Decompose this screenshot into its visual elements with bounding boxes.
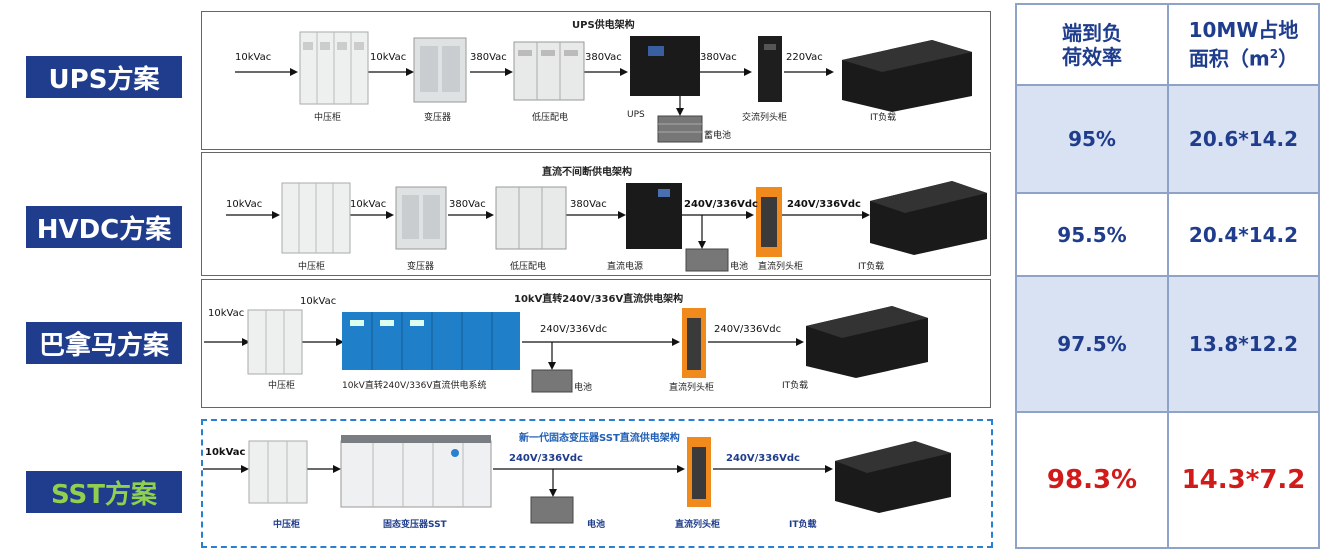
area-cell-hvdc: 20.4*14.2 [1169,194,1318,275]
equipment-label: 直流列头柜 [675,520,721,530]
voltage-label: 10kVac [205,447,246,458]
equipment-label: 低压配电 [532,113,569,123]
equipment-label: 中压柜 [298,262,326,272]
equipment-label: IT负载 [870,113,897,123]
hvdc-flow-diagram [226,181,987,272]
dc-column-cabinet-icon [687,437,711,507]
voltage-label: 380Vac [470,52,507,63]
sst-icon [340,435,492,508]
ups-flow-diagram [235,31,972,143]
dc-power-icon [626,183,682,249]
sst-flow-diagram [203,435,951,524]
voltage-label: 240V/336Vdc [509,453,583,464]
equipment-label: 变压器 [424,113,452,123]
panama-flow-diagram [204,306,928,393]
switchgear-icon [281,182,351,254]
it-load-icon [835,441,951,513]
equipment-label: 中压柜 [273,520,301,530]
area-cell-ups: 20.6*14.2 [1169,86,1318,192]
equipment-label: 变压器 [407,262,435,272]
voltage-label: 380Vac [585,52,622,63]
voltage-label: 10kVac [300,296,337,307]
equipment-label: UPS [627,110,645,120]
scheme-label-sst: SST方案 [26,471,182,513]
switchgear-icon [248,440,308,504]
low-voltage-cabinet-icon [495,186,567,250]
it-load-icon [842,40,972,112]
it-load-icon [806,306,928,378]
voltage-label: 380Vac [449,199,486,210]
battery-icon [657,115,703,143]
header-efficiency: 端到负荷效率 [1017,5,1167,84]
voltage-label: 10kVac [235,52,272,63]
panama-architecture-panel: 10kV直转240V/336V直流供电架构 10kVac 10kVac 240V… [201,279,991,408]
efficiency-cell-hvdc: 95.5% [1017,194,1167,275]
battery-label: 电池 [730,262,749,272]
equipment-label: 中压柜 [314,113,342,123]
equipment-label: 直流列头柜 [758,262,804,272]
voltage-label: 220Vac [786,52,823,63]
voltage-label: 10kVac [370,52,407,63]
dc-system-icon [342,312,520,370]
scheme-label-hvdc: HVDC方案 [26,206,182,248]
ac-column-cabinet-icon [758,36,782,102]
dc-column-cabinet-icon [756,187,782,257]
voltage-label: 10kVac [350,199,387,210]
equipment-label: 中压柜 [268,381,296,391]
ups-architecture-panel: UPS供电架构 [201,11,991,150]
transformer-icon [395,186,447,250]
switchgear-icon [299,31,369,105]
hvdc-architecture-panel: 直流不间断供电架构 10kVac 10kVac 380Vac 380Vac 24… [201,152,991,276]
battery-label: 蓄电池 [704,131,732,141]
equipment-label: 交流列头柜 [742,113,788,123]
voltage-label: 240V/336Vdc [684,199,758,210]
area-cell-sst: 14.3*7.2 [1169,413,1318,547]
battery-icon [685,248,729,272]
equipment-label: 直流电源 [607,262,644,272]
scheme-label-panama: 巴拿马方案 [26,322,182,364]
area-cell-panama: 13.8*12.2 [1169,277,1318,411]
battery-icon [530,496,574,524]
battery-label: 电池 [587,520,606,530]
header-area: 10MW占地 面积（m2） [1169,5,1318,84]
panel-title: 直流不间断供电架构 [542,167,632,178]
voltage-label: 240V/336Vdc [540,324,608,335]
voltage-label: 240V/336Vdc [787,199,861,210]
panel-title: UPS供电架构 [572,20,635,31]
equipment-label: 10kV直转240V/336V直流供电系统 [342,381,487,391]
it-load-icon [870,181,987,255]
panel-title: 新一代固态变压器SST直流供电架构 [519,433,680,444]
battery-label: 电池 [574,383,593,393]
sst-architecture-panel: 新一代固态变压器SST直流供电架构 10kVac 240V/336Vdc 240… [201,419,993,548]
comparison-table: 端到负荷效率 10MW占地 面积（m2） 95% 20.6*14.2 95.5%… [1015,3,1320,549]
voltage-label: 240V/336Vdc [714,324,782,335]
voltage-label: 380Vac [700,52,737,63]
equipment-label: 直流列头柜 [669,383,715,393]
voltage-label: 380Vac [570,199,607,210]
efficiency-cell-ups: 95% [1017,86,1167,192]
transformer-icon [413,37,467,103]
voltage-label: 10kVac [226,199,263,210]
equipment-label: IT负载 [782,381,809,391]
equipment-label: 固态变压器SST [383,520,447,530]
panel-title: 10kV直转240V/336V直流供电架构 [514,294,684,305]
voltage-label: 10kVac [208,308,245,319]
efficiency-cell-sst: 98.3% [1017,413,1167,547]
ups-icon [630,36,700,96]
efficiency-cell-panama: 97.5% [1017,277,1167,411]
battery-icon [531,369,573,393]
switchgear-icon [247,309,303,375]
dc-column-cabinet-icon [682,308,706,378]
equipment-label: IT负载 [858,262,885,272]
equipment-label: 低压配电 [510,262,547,272]
scheme-label-ups: UPS方案 [26,56,182,98]
equipment-label: IT负载 [789,520,817,530]
low-voltage-cabinet-icon [513,41,585,101]
voltage-label: 240V/336Vdc [726,453,800,464]
